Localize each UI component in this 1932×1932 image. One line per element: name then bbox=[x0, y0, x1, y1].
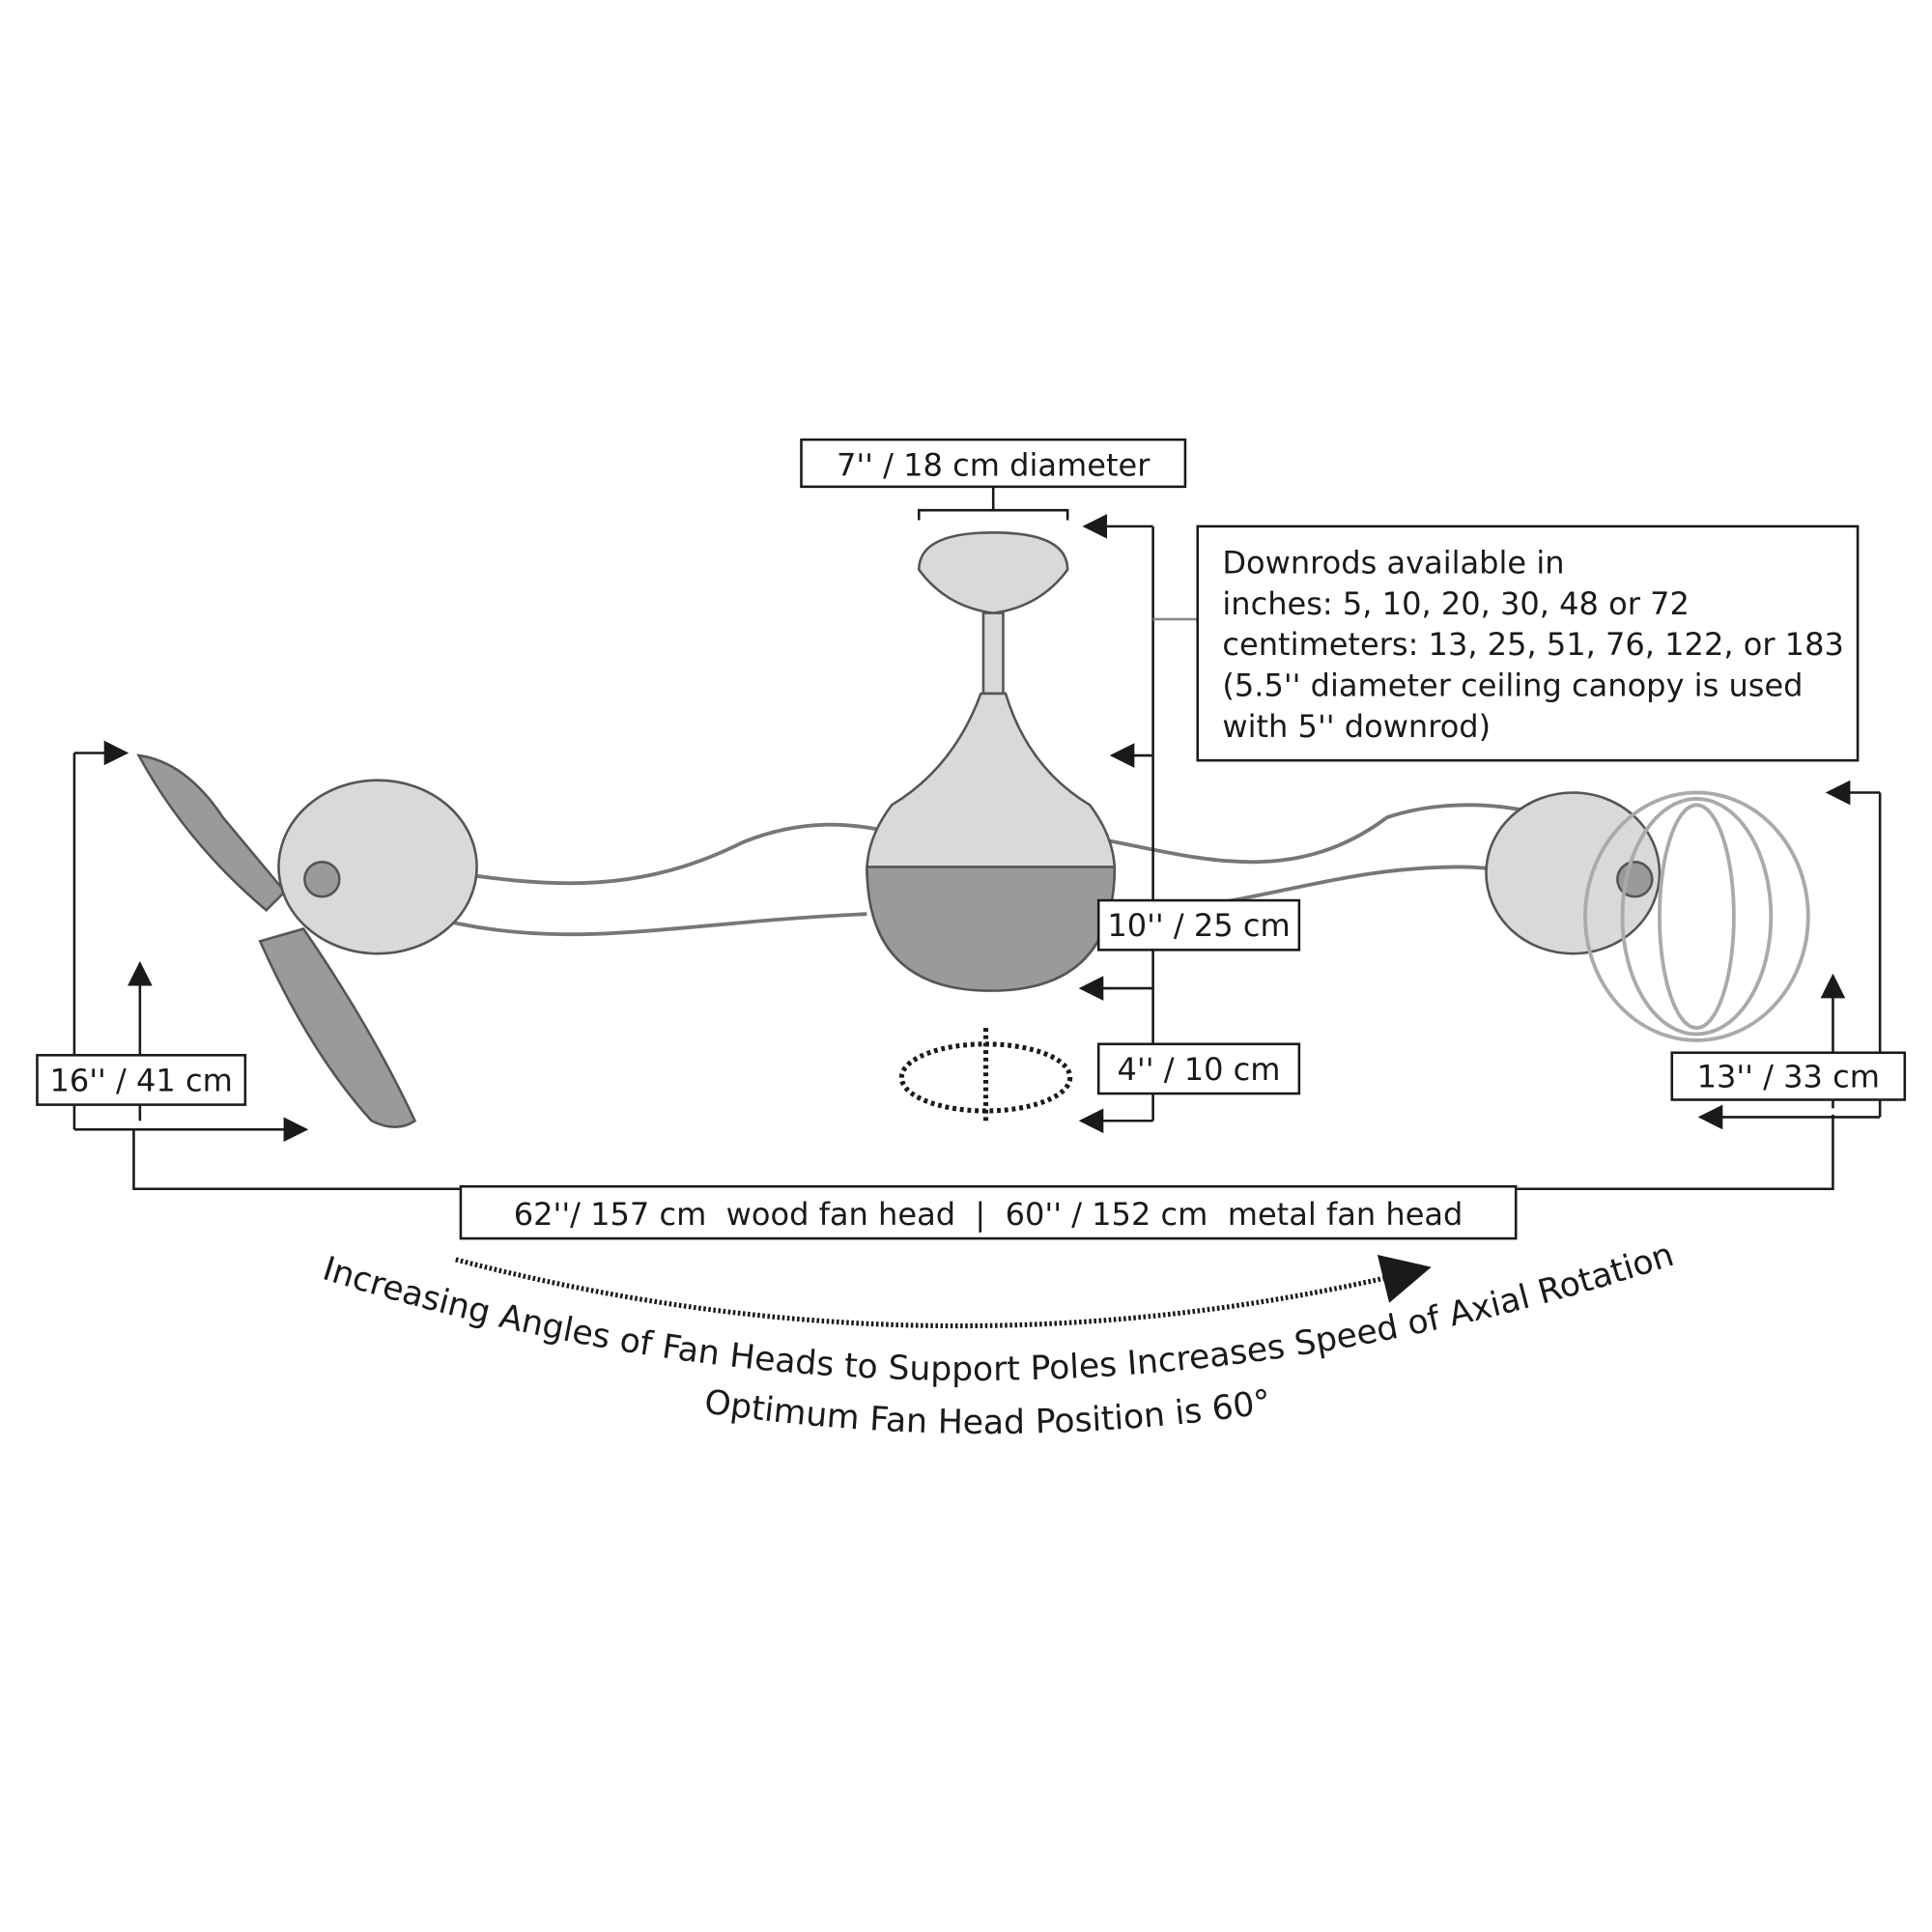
canopy-diameter-label: 7'' / 18 cm diameter bbox=[837, 446, 1151, 483]
svg-text:centimeters: 13, 25, 51, 76, 1: centimeters: 13, 25, 51, 76, 122, or 183 bbox=[1222, 626, 1843, 663]
right-head-height-label: 13'' / 33 cm bbox=[1697, 1059, 1880, 1095]
height-body-label: 10'' / 25 cm bbox=[1107, 907, 1290, 944]
optimum-caption: Optimum Fan Head Position is 60° bbox=[702, 1382, 1274, 1442]
left-head-height-label: 16'' / 41 cm bbox=[49, 1062, 232, 1098]
svg-text:with 5'' downrod): with 5'' downrod) bbox=[1222, 708, 1491, 745]
metal-fan-cage bbox=[1583, 790, 1810, 1042]
downrods-info-box bbox=[1196, 525, 1860, 762]
rotation-angle-arrow bbox=[455, 1254, 1432, 1329]
total-span-label: 62''/ 157 cm wood fan head | 60'' / 152 … bbox=[514, 1196, 1463, 1233]
light-bowl bbox=[866, 866, 1117, 992]
total-span-box bbox=[459, 1184, 1518, 1240]
height-light-box bbox=[1096, 1042, 1301, 1095]
curve-caption: Increasing Angles of Fan Heads to Suppor… bbox=[318, 1236, 1678, 1389]
downrod bbox=[981, 611, 1005, 696]
svg-text:inches: 5, 10, 20, 30, 48 or 7: inches: 5, 10, 20, 30, 48 or 72 bbox=[1222, 585, 1689, 622]
downrods-info-text: Downrods available in inches: 5, 10, 20,… bbox=[1222, 545, 1843, 745]
height-body-box bbox=[1096, 898, 1301, 952]
right-head-height-box bbox=[1670, 1051, 1907, 1101]
svg-text:Downrods available in: Downrods available in bbox=[1222, 545, 1564, 582]
left-head-height-box bbox=[36, 1054, 247, 1106]
wood-blade-lower bbox=[258, 927, 417, 1128]
canopy-diameter-box bbox=[800, 438, 1187, 489]
left-fan-head bbox=[277, 779, 478, 955]
wood-blade-upper bbox=[136, 753, 287, 913]
ceiling-canopy bbox=[917, 530, 1069, 614]
rotation-icon bbox=[898, 1028, 1073, 1122]
height-light-label: 4'' / 10 cm bbox=[1118, 1051, 1281, 1088]
svg-text:(5.5'' diameter ceiling canopy: (5.5'' diameter ceiling canopy is used bbox=[1222, 668, 1803, 704]
